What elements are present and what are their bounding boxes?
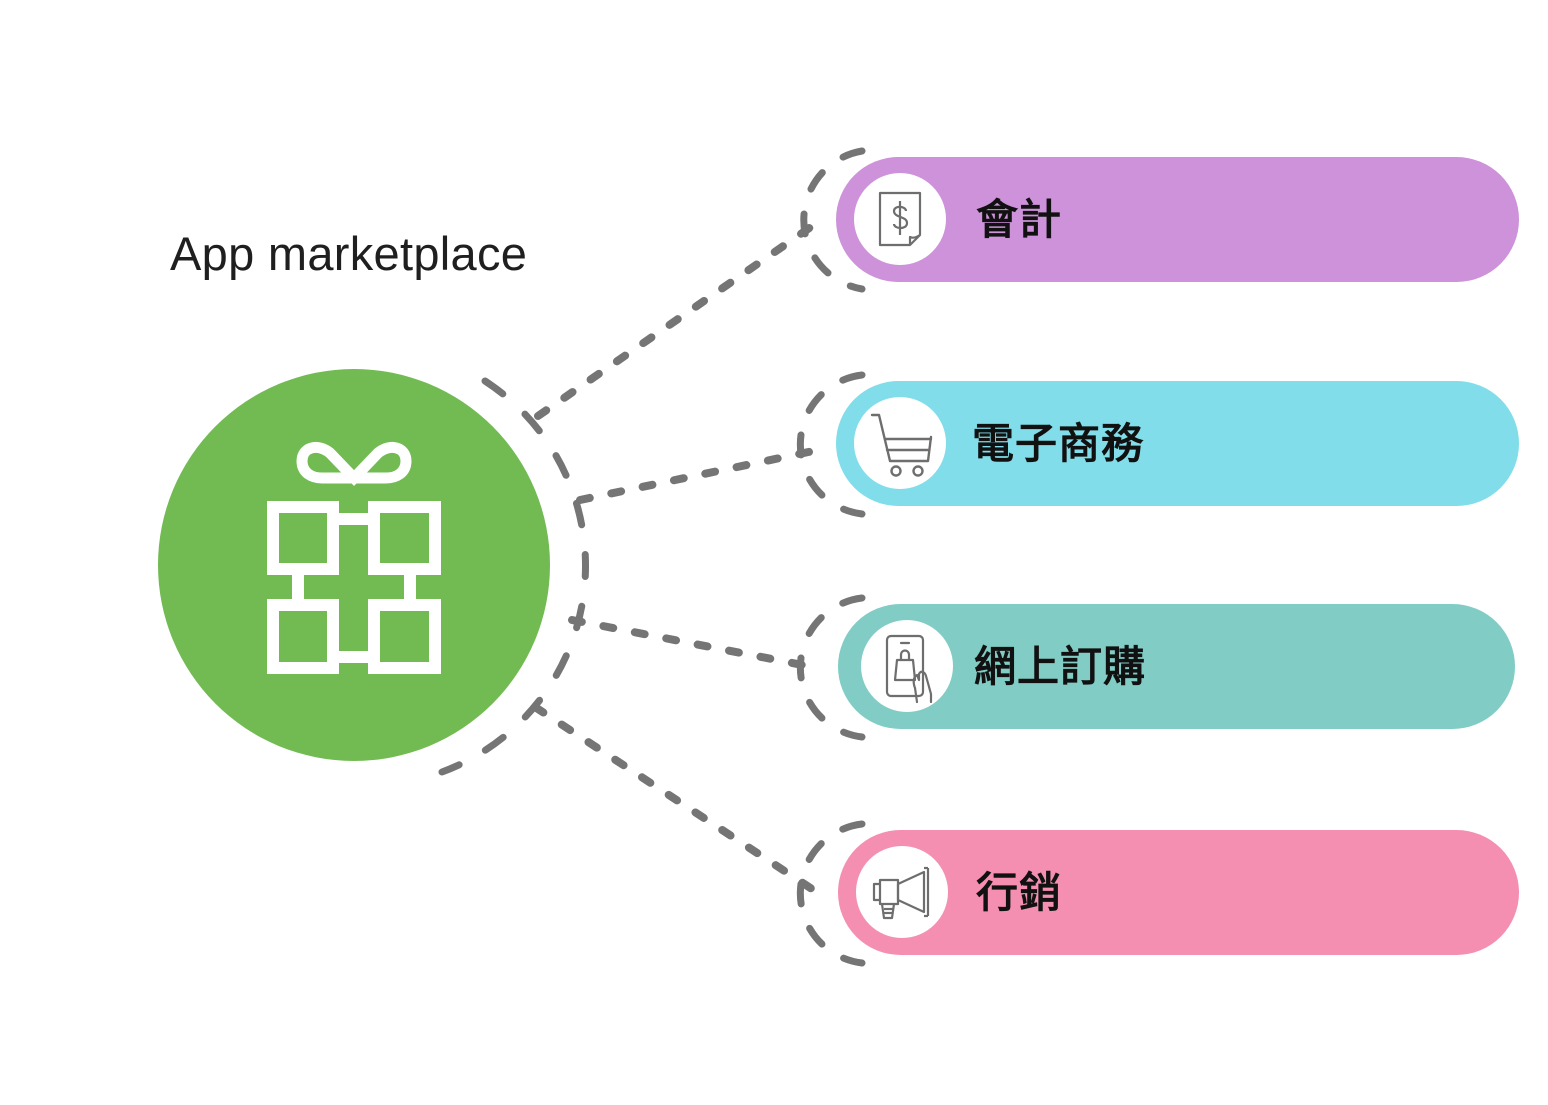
hub-circle	[158, 369, 550, 761]
icon-badge	[861, 620, 953, 712]
connector-marketing	[531, 703, 822, 897]
pill-dashed-arc-3	[796, 594, 866, 741]
category-label: 行銷	[976, 868, 1063, 917]
icon-badge	[856, 846, 948, 938]
category-pill-accounting[interactable]: 會計	[836, 157, 1519, 282]
category-pill-ecommerce[interactable]: 電子商務	[836, 381, 1519, 506]
shopping-cart-icon	[870, 413, 933, 477]
connector-accounting	[534, 218, 822, 420]
connector-ecommerce	[576, 446, 822, 504]
category-label: 網上訂購	[974, 642, 1147, 691]
mobile-shopping-icon	[885, 634, 933, 704]
invoice-dollar-icon	[878, 191, 922, 247]
category-label: 會計	[976, 195, 1063, 244]
megaphone-icon	[872, 866, 930, 920]
icon-badge	[854, 397, 946, 489]
hub-dashed-arc	[438, 377, 590, 776]
connector-online-order	[568, 616, 822, 672]
icon-badge	[854, 173, 946, 265]
category-label: 電子商務	[972, 419, 1145, 468]
category-pill-online-order[interactable]: 網上訂購	[838, 604, 1515, 729]
diagram-title: App marketplace	[170, 227, 528, 280]
pill-dashed-arc-4	[796, 820, 866, 967]
gift-icon	[267, 441, 441, 674]
category-pill-marketing[interactable]: 行銷	[838, 830, 1519, 955]
pill-dashed-arc-1	[800, 147, 866, 293]
pill-dashed-arc-2	[796, 371, 866, 518]
